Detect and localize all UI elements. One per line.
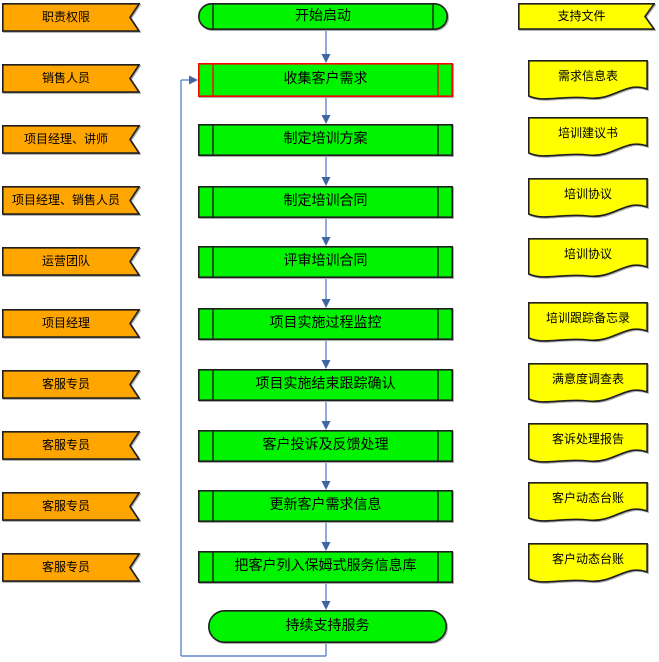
document-shape-3[interactable]: 培训协议 [528, 238, 648, 282]
process-step-4[interactable]: 项目实施过程监控 [198, 308, 453, 340]
flow-arrow-1 [321, 97, 331, 124]
flow-arrow-7 [321, 462, 331, 490]
document-shape-2[interactable]: 培训协议 [528, 178, 648, 222]
flow-arrow-6 [321, 402, 331, 430]
role-header-banner[interactable]: 职责权限 [2, 3, 140, 32]
process-step-2[interactable]: 制定培训合同 [198, 186, 453, 218]
role-banner-2[interactable]: 项目经理、销售人员 [2, 186, 140, 215]
flow-arrow-5 [321, 340, 331, 369]
document-shape-1[interactable]: 培训建议书 [528, 117, 648, 161]
process-step-5[interactable]: 项目实施结束跟踪确认 [198, 369, 453, 401]
process-step-8[interactable]: 把客户列入保姆式服务信息库 [198, 551, 453, 583]
role-banner-0[interactable]: 销售人员 [2, 64, 140, 93]
role-banner-7[interactable]: 客服专员 [2, 492, 140, 521]
flow-arrow-9 [321, 583, 331, 610]
flow-arrow-2 [321, 156, 331, 186]
process-step-6[interactable]: 客户投诉及反馈处理 [198, 430, 453, 462]
role-banner-6[interactable]: 客服专员 [2, 431, 140, 460]
flow-arrow-4 [321, 278, 331, 308]
process-step-3[interactable]: 评审培训合同 [198, 246, 453, 278]
document-shape-5[interactable]: 满意度调查表 [528, 363, 648, 407]
process-step-0[interactable]: 收集客户需求 [198, 63, 453, 97]
role-banner-3[interactable]: 运营团队 [2, 247, 140, 276]
document-shape-7[interactable]: 客户动态台账 [528, 482, 648, 526]
role-banner-1[interactable]: 项目经理、讲师 [2, 125, 140, 154]
role-banner-4[interactable]: 项目经理 [2, 309, 140, 338]
flow-arrow-8 [321, 522, 331, 551]
start-terminator[interactable]: 开始启动 [198, 3, 448, 30]
role-banner-5[interactable]: 客服专员 [2, 370, 140, 399]
document-header-banner[interactable]: 支持文件 [518, 3, 655, 30]
end-terminator[interactable]: 持续支持服务 [208, 610, 447, 643]
document-shape-6[interactable]: 客诉处理报告 [528, 423, 648, 467]
role-banner-8[interactable]: 客服专员 [2, 553, 140, 582]
process-step-1[interactable]: 制定培训方案 [198, 124, 453, 156]
process-step-7[interactable]: 更新客户需求信息 [198, 490, 453, 522]
flow-arrow-3 [321, 218, 331, 246]
document-shape-4[interactable]: 培训跟踪备忘录 [528, 302, 648, 346]
document-shape-0[interactable]: 需求信息表 [528, 60, 648, 104]
flow-arrow-0 [321, 30, 331, 63]
document-shape-8[interactable]: 客户动态台账 [528, 543, 648, 587]
